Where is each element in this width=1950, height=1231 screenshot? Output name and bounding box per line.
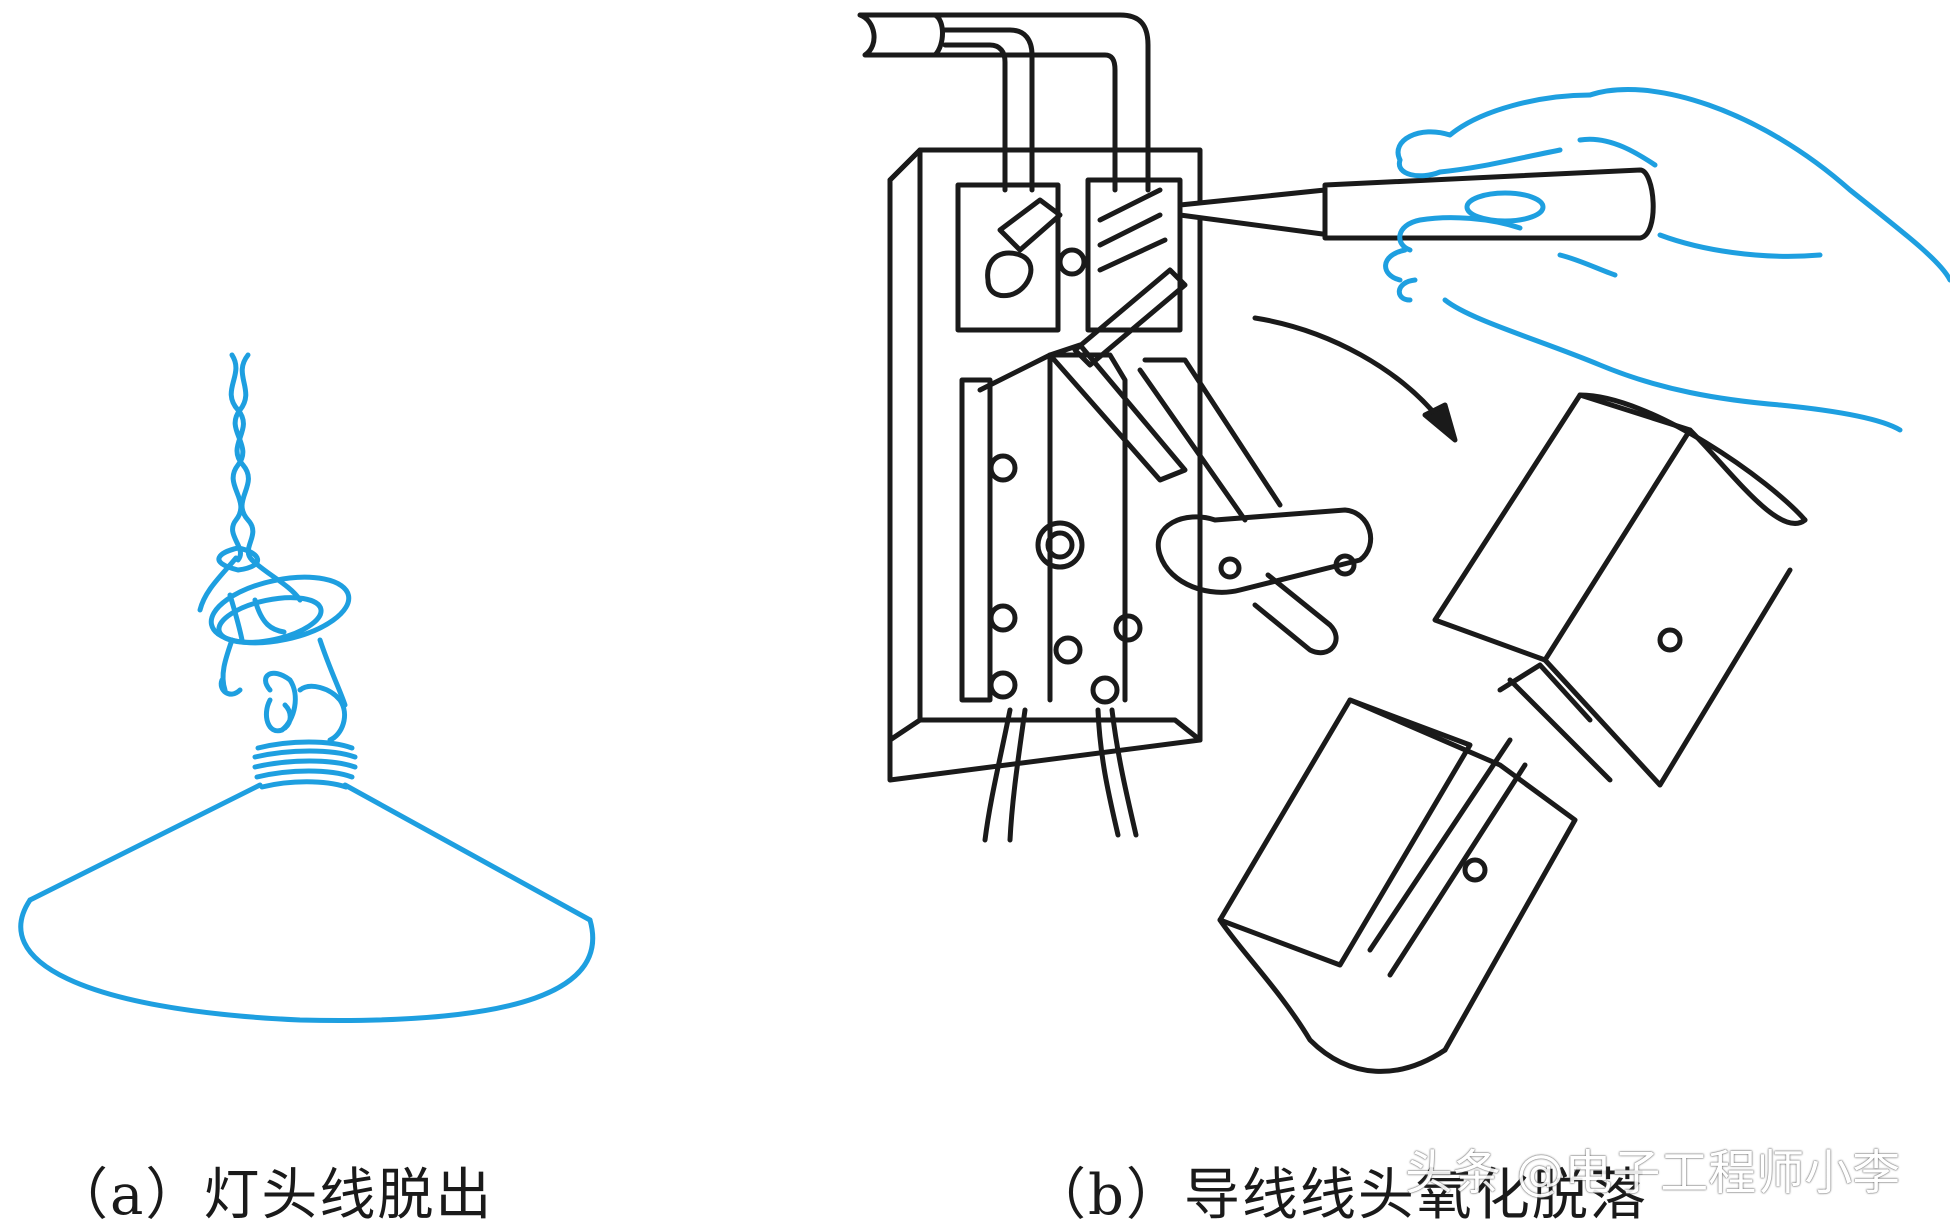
twisted-cord bbox=[228, 352, 256, 563]
outgoing-wires bbox=[982, 707, 1139, 843]
bulb-socket bbox=[252, 670, 358, 790]
falling-arrow bbox=[1252, 315, 1458, 443]
figure-b-switch bbox=[857, 12, 1808, 1074]
caption-a: （a）灯头线脱出 bbox=[52, 1163, 494, 1228]
caption-b: （b）导线线头氧化脱落 bbox=[1030, 1163, 1648, 1228]
lamp-shade bbox=[18, 782, 596, 1023]
figure-a-lamp bbox=[18, 352, 596, 1023]
lamp-holder bbox=[197, 545, 352, 708]
hand-icon bbox=[1383, 87, 1950, 433]
watermark: 头条 @电子工程师小李 bbox=[1405, 1145, 1901, 1201]
knife-blades bbox=[959, 342, 1283, 705]
fallen-contact-upper bbox=[1432, 392, 1808, 788]
switch-base bbox=[887, 147, 1203, 783]
upper-terminals bbox=[955, 177, 1188, 368]
screwdriver-icon bbox=[1177, 167, 1656, 241]
incoming-cables bbox=[857, 12, 1151, 193]
fallen-contact-lower bbox=[1217, 697, 1578, 1074]
switch-handle bbox=[1155, 507, 1374, 656]
